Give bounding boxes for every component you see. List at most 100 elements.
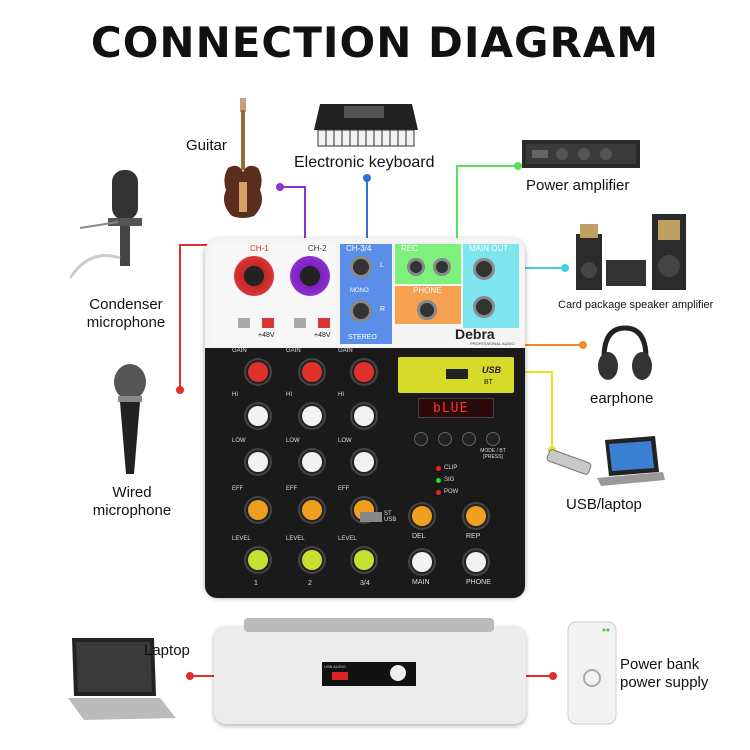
laptop-label: Laptop <box>144 642 190 659</box>
ch1-label: CH-1 <box>250 244 269 253</box>
bt-label: BT <box>484 379 493 386</box>
ch1-hi-knob[interactable] <box>244 402 272 430</box>
ch3-gain-knob[interactable] <box>350 358 378 386</box>
main-knob[interactable] <box>408 548 436 576</box>
stereo-label: STEREO <box>348 334 377 341</box>
speaker-set-image <box>572 214 692 290</box>
clip-label: CLIP <box>444 465 458 471</box>
input-panel: CH-1 CH-2 +48V +48V <box>212 244 336 344</box>
sig-led <box>436 478 441 483</box>
ch1-combo-jack[interactable] <box>234 256 274 296</box>
rec-jack-r[interactable] <box>433 258 451 276</box>
ch1-gain-knob[interactable] <box>244 358 272 386</box>
ch3-eff-label: EFF <box>338 486 350 492</box>
brand-logo: Debra <box>455 326 495 342</box>
clip-led <box>436 466 441 471</box>
st-usb-label: ST USB <box>384 511 397 523</box>
pow-label: POW <box>444 489 459 495</box>
keyboard-label: Electronic keyboard <box>294 154 435 171</box>
knob-cap <box>466 506 486 526</box>
ch3-level-knob[interactable] <box>350 546 378 574</box>
knob-cap <box>354 550 374 570</box>
wired-mic-image <box>112 364 148 476</box>
mixer-back-view: USB AUDIO <box>214 618 526 724</box>
st-usb-switch[interactable] <box>360 512 382 522</box>
knob-cap <box>354 362 374 382</box>
ch34-jack-l[interactable] <box>350 256 372 278</box>
ch1-low-knob[interactable] <box>244 448 272 476</box>
guitar-image <box>218 98 268 220</box>
mode-bt-button[interactable] <box>486 432 500 446</box>
mode-label: MODE / BT [PRESS] <box>480 448 506 460</box>
usb-audio-label: USB AUDIO <box>324 664 346 669</box>
del-knob[interactable] <box>408 502 436 530</box>
ch2-mic-switch[interactable] <box>294 318 306 328</box>
page-title: CONNECTION DIAGRAM <box>90 18 660 67</box>
rec-label: REC <box>401 244 418 253</box>
pow-led <box>436 490 441 495</box>
usb-port[interactable] <box>446 369 468 379</box>
ch2-eff-knob[interactable] <box>298 496 326 524</box>
ch2-level-label: LEVEL <box>286 536 305 542</box>
ch1-gain-label: GAIN <box>232 348 247 354</box>
ch1-mic-switch[interactable] <box>238 318 250 328</box>
top-jacks-strip <box>244 618 494 632</box>
power-switch[interactable] <box>390 665 406 681</box>
rear-io-panel: USB AUDIO <box>322 662 416 686</box>
ch2-phantom-label: +48V <box>314 332 331 339</box>
ch2-level-knob[interactable] <box>298 546 326 574</box>
ch34-jack-r[interactable] <box>350 300 372 322</box>
ch2-phantom-switch[interactable] <box>318 318 330 328</box>
ch34-panel: CH-3/4 L MONO R STEREO <box>340 244 392 344</box>
power-amplifier-label: Power amplifier <box>526 177 630 194</box>
ch2-combo-jack[interactable] <box>290 256 330 296</box>
wire-laptop-dot <box>186 672 194 680</box>
main-label: MAIN <box>412 579 430 586</box>
rec-jack-l[interactable] <box>407 258 425 276</box>
wire-usb <box>515 371 553 450</box>
wired-mic-label: Wired microphone <box>92 484 172 519</box>
wire-guitar <box>280 186 306 260</box>
knob-cap <box>302 452 322 472</box>
ch1-eff-knob[interactable] <box>244 496 272 524</box>
ch2-low-knob[interactable] <box>298 448 326 476</box>
ch1-level-label: LEVEL <box>232 536 251 542</box>
earphone-image <box>596 324 654 384</box>
wire-power-amp-dot <box>514 162 522 170</box>
ch2-low-label: LOW <box>286 438 300 444</box>
sig-label: SIG <box>444 477 455 483</box>
power-bank-image <box>566 620 618 726</box>
knob-cap <box>302 550 322 570</box>
ch3-hi-knob[interactable] <box>350 402 378 430</box>
rec-panel: REC <box>395 244 461 284</box>
ch34-label: CH-3/4 <box>346 244 372 253</box>
ch2-eff-label: EFF <box>286 486 298 492</box>
brand-subtitle: PROFESSIONAL AUDIO <box>470 341 515 346</box>
ch1-phantom-switch[interactable] <box>262 318 274 328</box>
main-out-jack-l[interactable] <box>473 258 495 280</box>
play-pause-button[interactable] <box>414 432 428 446</box>
del-label: DEL <box>412 533 426 540</box>
ch3-low-knob[interactable] <box>350 448 378 476</box>
prev-button[interactable] <box>438 432 452 446</box>
phone_knob-knob[interactable] <box>462 548 490 576</box>
rep-knob[interactable] <box>462 502 490 530</box>
earphone-label: earphone <box>590 390 654 407</box>
speaker-amplifier-label: Card package speaker amplifier <box>558 299 714 311</box>
wire-power-bank-dot <box>549 672 557 680</box>
knob-cap <box>354 452 374 472</box>
condenser-mic-label: Condenser microphone <box>86 296 166 331</box>
knob-cap <box>466 552 486 572</box>
wire-power-amp <box>456 165 518 260</box>
rear-usb-port[interactable] <box>332 672 348 680</box>
next-button[interactable] <box>462 432 476 446</box>
channel-number-label: 3/4 <box>360 580 370 587</box>
ch2-gain-knob[interactable] <box>298 358 326 386</box>
main-out-jack-r[interactable] <box>473 296 495 318</box>
ch1-level-knob[interactable] <box>244 546 272 574</box>
display-text: bLUE <box>433 401 469 416</box>
ch2-hi-knob[interactable] <box>298 402 326 430</box>
phone-jack[interactable] <box>417 300 437 320</box>
main-out-label: MAIN OUT <box>469 244 509 253</box>
wire-ch1-dot <box>176 386 184 394</box>
